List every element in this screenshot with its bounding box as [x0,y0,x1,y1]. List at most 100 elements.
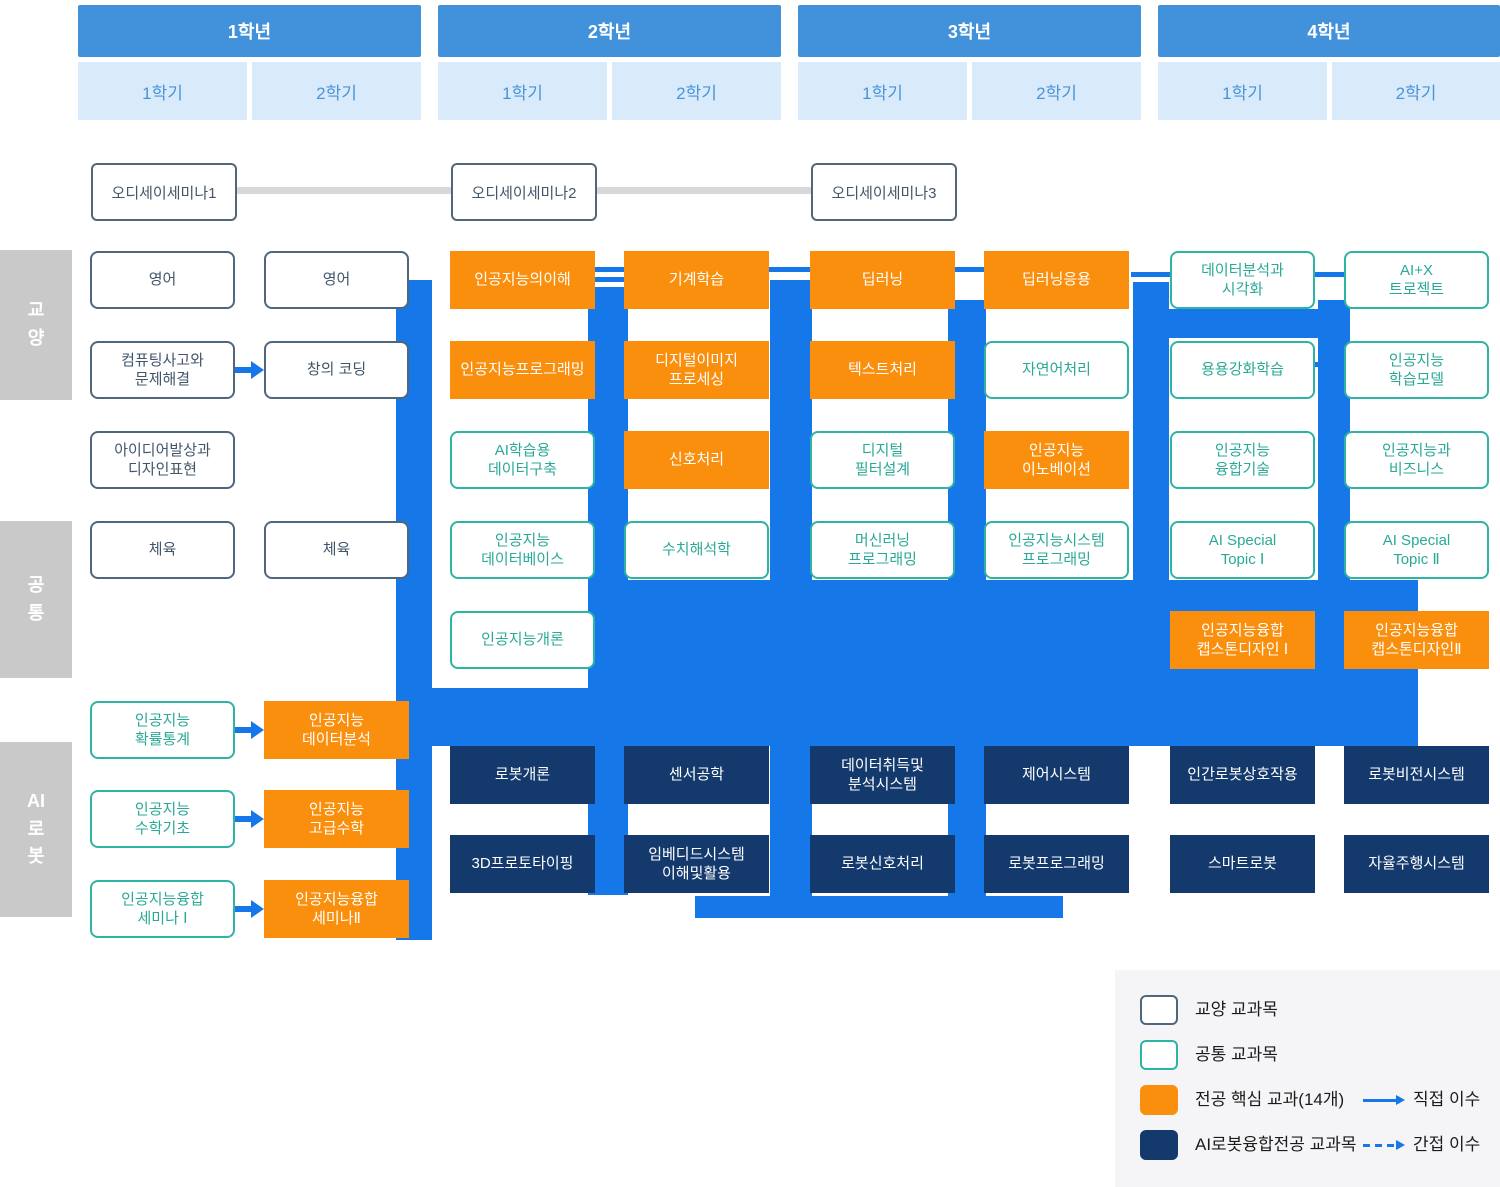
direct-arrow-line [235,367,253,373]
course-box: 인공지능 이노베이션 [984,431,1129,489]
course-box: 인공지능융합 캡스톤디자인 Ⅰ [1170,611,1315,669]
course-box: 데이터분석과 시각화 [1170,251,1315,309]
semester-header-4-2: 2학기 [1332,62,1500,120]
course-box: 텍스트처리 [810,341,955,399]
course-box: 로봇비전시스템 [1344,746,1489,804]
course-box: AI Special Topic Ⅰ [1170,521,1315,579]
year-header-2: 2학년 [438,5,781,57]
semester-header-1-2: 2학기 [252,62,421,120]
semester-header-4-1: 1학기 [1158,62,1327,120]
direct-arrow-icon [1363,1095,1405,1105]
legend-label-indirect: 간접 이수 [1413,1135,1481,1154]
course-box: 인공지능융합 세미나 Ⅰ [90,880,235,938]
odyssey-seminar-2: 오디세이세미나2 [451,163,597,221]
course-box: 제어시스템 [984,746,1129,804]
course-box: 디지털이미지 프로세싱 [624,341,769,399]
course-box: 인공지능시스템 프로그래밍 [984,521,1129,579]
course-box: 인공지능 데이터베이스 [450,521,595,579]
course-box: 로봇개론 [450,746,595,804]
flow-connector [955,452,984,457]
flow-connector [1315,272,1344,277]
course-box: 데이터취득및 분석시스템 [810,746,955,804]
course-box: 디지털 필터설계 [810,431,955,489]
course-box: 체육 [264,521,409,579]
course-box: 인간로봇상호작용 [1170,746,1315,804]
course-box: 인공지능 학습모델 [1344,341,1489,399]
course-box: 인공지능융합 세미나Ⅱ [264,880,409,938]
course-box: 아이디어발상과 디자인표현 [90,431,235,489]
course-box: 인공지능의이해 [450,251,595,309]
legend-swatch-common [1140,1040,1178,1070]
flow-connector [593,277,624,282]
course-box: 인공지능 고급수학 [264,790,409,848]
flow-connector [955,362,984,367]
course-box: 인공지능 데이터분석 [264,701,409,759]
flow-connector [1315,362,1344,367]
odyssey-seminar-1: 오디세이세미나1 [91,163,237,221]
legend-label-core: 전공 핵심 교과(14개) [1195,1090,1345,1109]
course-box: 인공지능프로그래밍 [450,341,595,399]
legend-swatch-airobot [1140,1130,1178,1160]
course-box: 수치해석학 [624,521,769,579]
course-box: 인공지능개론 [450,611,595,669]
year-header-3: 3학년 [798,5,1141,57]
course-box: 임베디드시스템 이해및활용 [624,835,769,893]
course-box: 로봇프로그래밍 [984,835,1129,893]
course-box: 3D프로토타이핑 [450,835,595,893]
flow-band-horizontal-left [432,688,612,746]
sidebar-group-liberal: 교 양 [0,250,72,400]
course-box: 스마트로봇 [1170,835,1315,893]
flow-band-bottom-strip [695,896,1063,918]
direct-arrow-head [251,361,264,379]
odyssey-seminar-3: 오디세이세미나3 [811,163,957,221]
direct-arrow-head [251,810,264,828]
flow-connector [955,267,984,272]
semester-header-3-2: 2학기 [972,62,1141,120]
direct-arrow-head [251,900,264,918]
course-box: AI학습용 데이터구축 [450,431,595,489]
semester-header-2-2: 2학기 [612,62,781,120]
course-box: 체육 [90,521,235,579]
indirect-arrow-icon [1363,1140,1405,1150]
semester-header-3-1: 1학기 [798,62,967,120]
flow-connector [593,367,624,372]
direct-arrow-line [235,816,253,822]
flow-connector [593,357,624,362]
year-header-1: 1학년 [78,5,421,57]
course-box: 자율주행시스템 [1344,835,1489,893]
sidebar-group-airobot: AI 로 봇 [0,742,72,917]
course-box: AI Special Topic Ⅱ [1344,521,1489,579]
year-header-4: 4학년 [1158,5,1500,57]
direct-arrow-line [235,727,253,733]
course-box: 인공지능 수학기초 [90,790,235,848]
sidebar-group-common: 공 통 [0,521,72,678]
course-box: AI+X 트로젝트 [1344,251,1489,309]
legend-label-airobot: AI로봇융합전공 교과목 [1195,1135,1357,1154]
course-box: 창의 코딩 [264,341,409,399]
course-box: 센서공학 [624,746,769,804]
odyssey-connector-line [593,187,811,194]
course-box: 용용강화학습 [1170,341,1315,399]
course-box: 신호처리 [624,431,769,489]
course-box: 딥러닝응용 [984,251,1129,309]
course-box: 인공지능 확률통계 [90,701,235,759]
course-box: 딥러닝 [810,251,955,309]
course-box: 인공지능 융합기술 [1170,431,1315,489]
direct-arrow-head [251,721,264,739]
course-box: 자연어처리 [984,341,1129,399]
course-box: 영어 [264,251,409,309]
flow-connector [593,267,624,272]
course-box: 인공지능과 비즈니스 [1344,431,1489,489]
course-box: 컴퓨팅사고와 문제해결 [90,341,235,399]
legend-swatch-core [1140,1085,1178,1115]
semester-header-2-1: 1학기 [438,62,607,120]
legend-label-liberal: 교양 교과목 [1195,1000,1278,1019]
legend-swatch-liberal [1140,995,1178,1025]
course-box: 머신러닝 프로그래밍 [810,521,955,579]
course-box: 기계학습 [624,251,769,309]
legend-label-common: 공통 교과목 [1195,1045,1278,1064]
flow-connector [1131,272,1170,277]
course-box: 인공지능융합 캡스톤디자인Ⅱ [1344,611,1489,669]
